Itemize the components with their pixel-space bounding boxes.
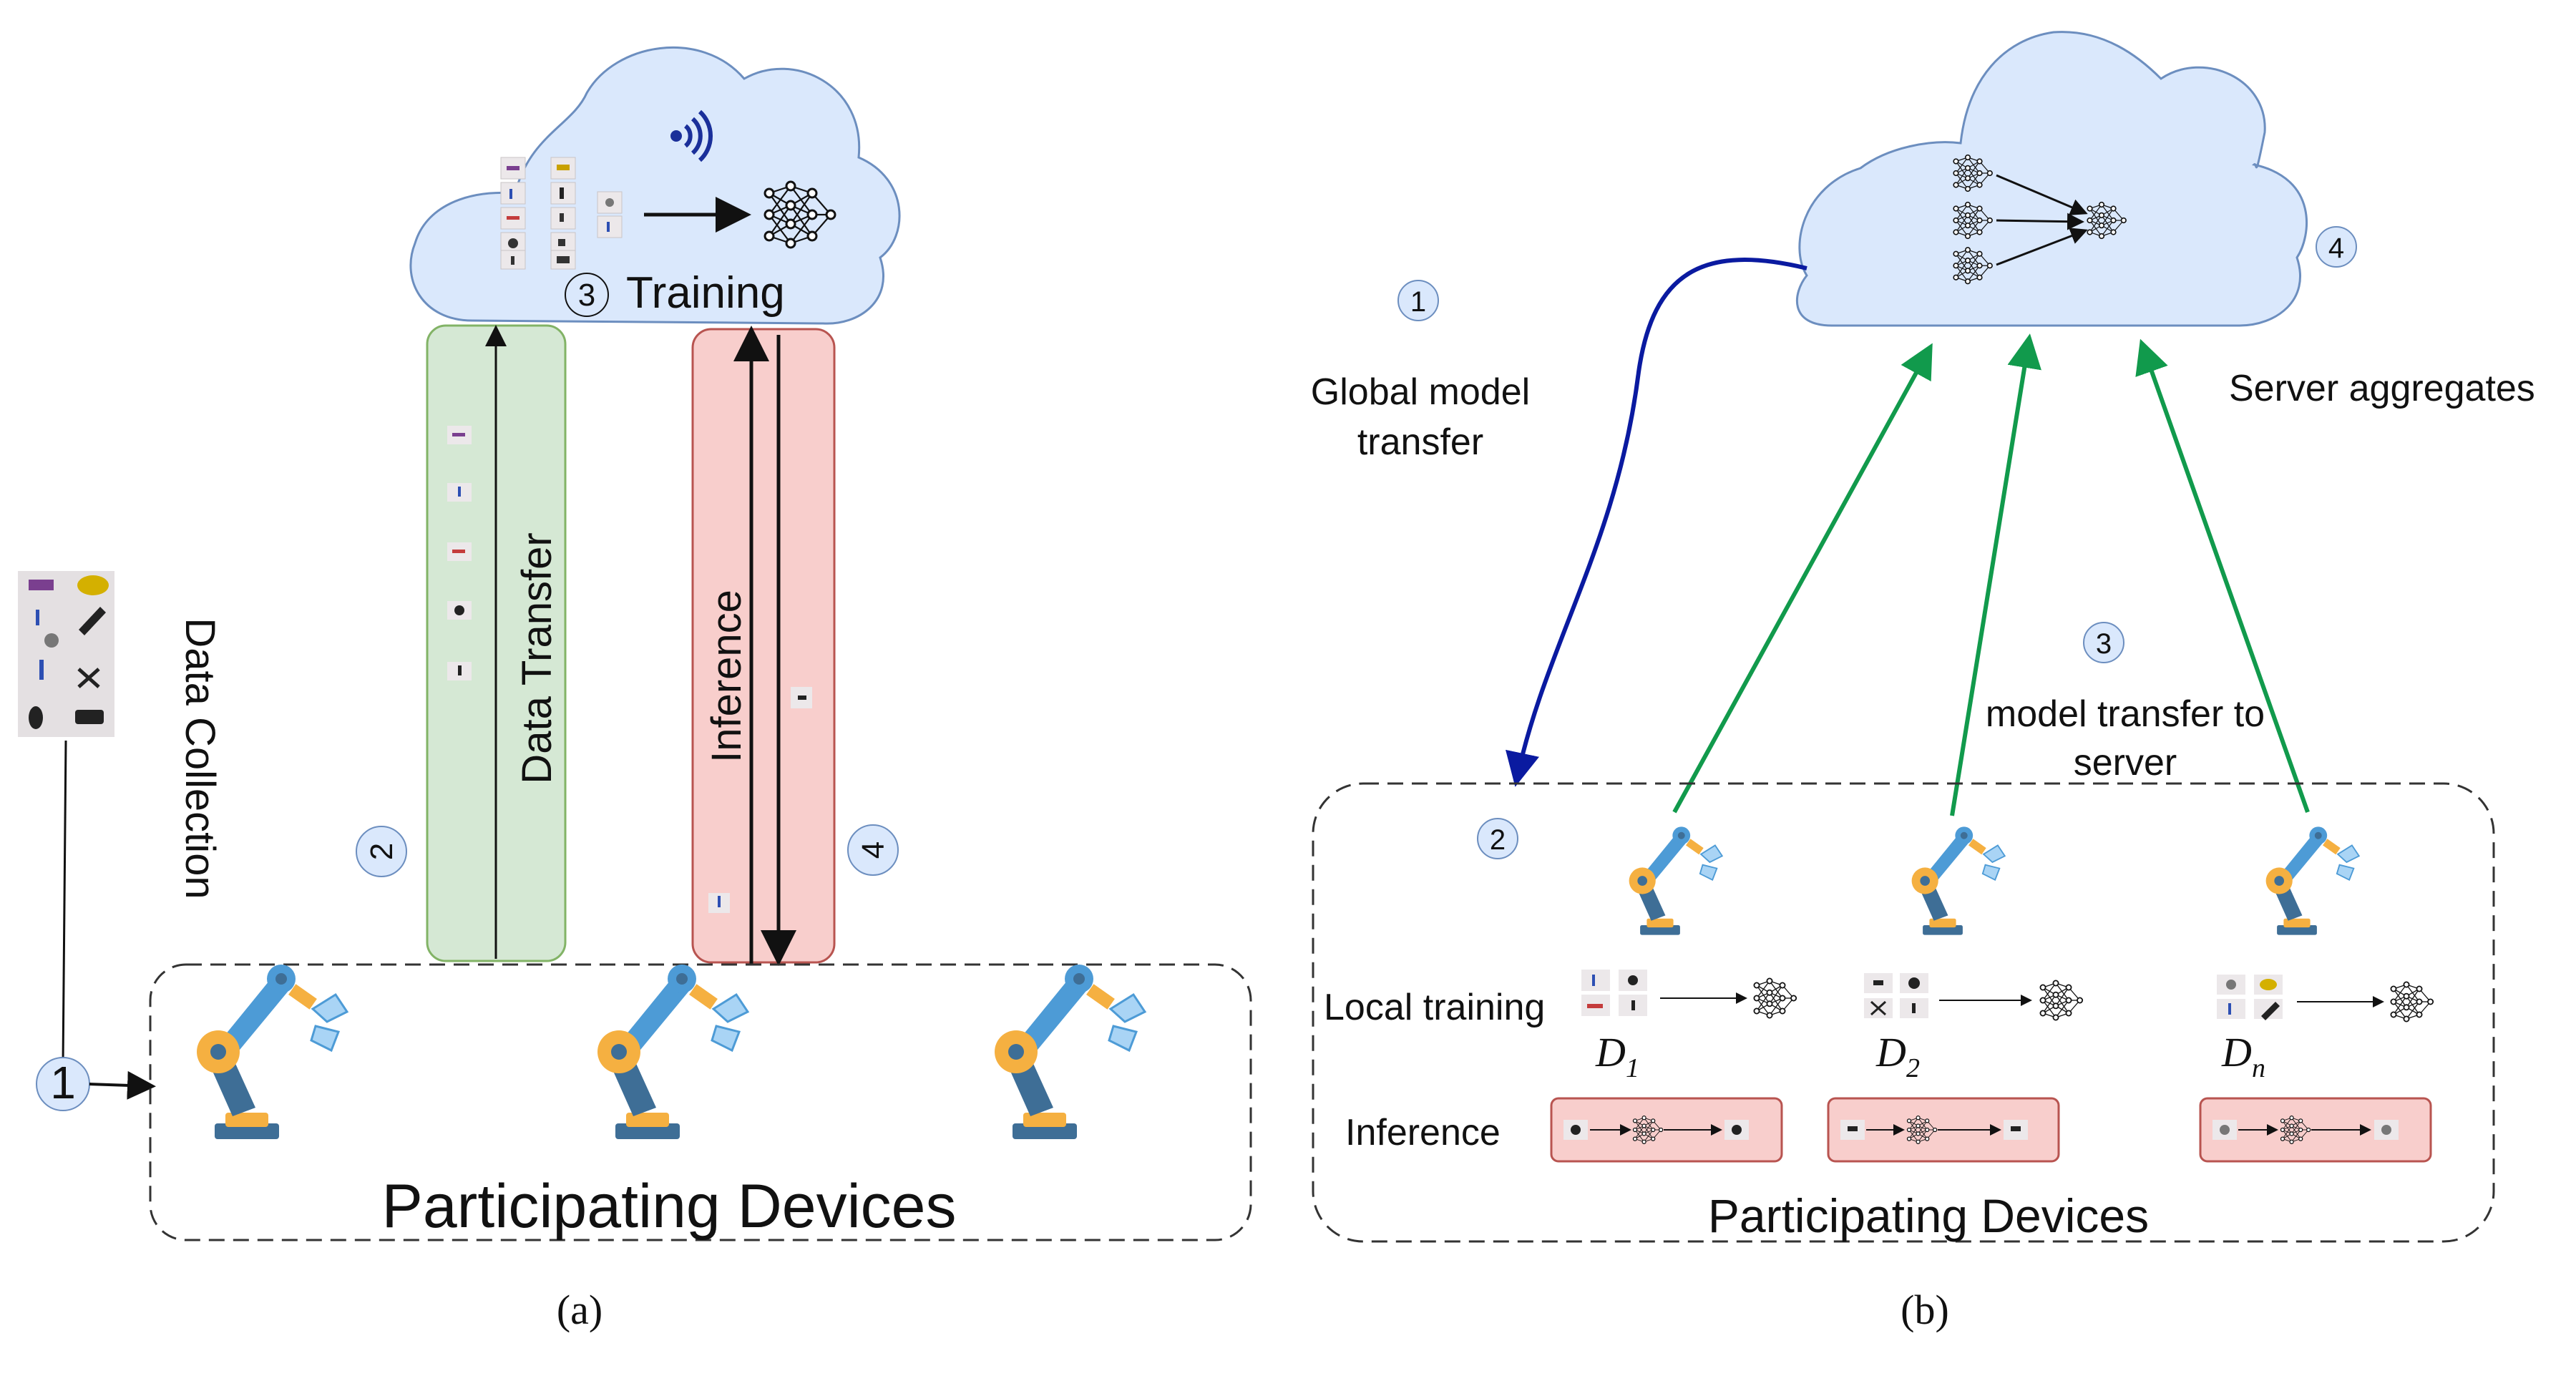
collection-line	[62, 740, 67, 1065]
step-badge-3	[565, 273, 609, 317]
step-badge-b1	[1397, 280, 1439, 321]
aggregation-arrows	[1996, 174, 2088, 266]
devices-label-b: Participating Devices	[1708, 1189, 2149, 1242]
training-cloud	[409, 46, 901, 325]
dataset-symbol-1: D	[1595, 1029, 1626, 1075]
devices-box-a	[149, 963, 1252, 1241]
wifi-icon	[670, 109, 713, 162]
dataset-sub-2: 2	[1906, 1053, 1920, 1083]
robot-arm-icon	[195, 963, 348, 1141]
data-transfer-label: Data Transfer	[514, 532, 560, 784]
dataset-sub-n: n	[2252, 1053, 2265, 1083]
server-cloud	[1795, 31, 2308, 327]
panel-b: 4 Server aggregates 1 Global model trans…	[1311, 31, 2535, 1333]
robot-arm-icon	[1628, 826, 1723, 936]
panel-a: 3 Training Data Transfer 2 Inference 4	[18, 46, 1252, 1333]
local-training-label: Local training	[1324, 987, 1545, 1028]
caption-b: (b)	[1901, 1287, 1949, 1333]
step-badge-2-text: 2	[364, 843, 399, 860]
data-collection-label: Data Collection	[177, 618, 223, 899]
inference-box-device-2	[1827, 1097, 2060, 1163]
inference-box-device-n	[2199, 1097, 2432, 1163]
local-training-device-n	[2217, 975, 2434, 1022]
thumbnail-objects	[507, 165, 614, 265]
step-badge-b2-text: 2	[1490, 824, 1506, 856]
neural-network-icon	[1753, 977, 1797, 1019]
dataset-symbol-n: D	[2221, 1029, 2252, 1075]
inference-label: Inference	[703, 590, 750, 763]
step-badge-b3	[2083, 622, 2124, 663]
step-badge-b2	[1477, 818, 1518, 859]
global-model-label-line2: transfer	[1357, 421, 1483, 463]
local-training-device-1	[1581, 970, 1797, 1019]
neural-network-icon	[2039, 980, 2084, 1021]
global-model-label-line1: Global model	[1311, 371, 1530, 413]
robot-arm-icon	[993, 963, 1146, 1141]
step-badge-1-text: 1	[50, 1057, 76, 1108]
step-badge-4	[847, 824, 899, 876]
model-transfer-label-line2: server	[2074, 742, 2177, 784]
robot-arm-icon	[596, 963, 749, 1141]
inference-box-device-1	[1550, 1097, 1783, 1163]
server-aggregates-label: Server aggregates	[2229, 368, 2535, 409]
collected-data-image	[18, 571, 114, 737]
step-badge-3-text: 3	[578, 278, 595, 313]
step-badge-4-text: 4	[856, 841, 891, 859]
dataset-symbol-2: D	[1875, 1029, 1906, 1075]
transfer-thumbnails	[447, 426, 472, 680]
upload-arrows	[1672, 333, 2310, 816]
robot-arm-icon	[2265, 826, 2360, 936]
global-model-arrow	[1506, 258, 1807, 787]
step-badge-b4-text: 4	[2328, 233, 2344, 264]
inference-label-b: Inference	[1345, 1112, 1501, 1153]
devices-label-a: Participating Devices	[381, 1172, 956, 1241]
training-label: Training	[626, 268, 785, 318]
caption-a: (a)	[557, 1287, 602, 1333]
local-training-device-2	[1864, 973, 2084, 1021]
devices-box-b	[1312, 782, 2495, 1243]
neural-network-icon	[2390, 981, 2434, 1022]
dataset-sub-1: 1	[1626, 1053, 1639, 1083]
step-badge-b4	[2316, 226, 2357, 268]
model-transfer-label-line1: model transfer to	[1986, 693, 2265, 735]
robot-arm-icon	[1911, 826, 2006, 936]
step-badge-b3-text: 3	[2096, 628, 2112, 660]
step-badge-b1-text: 1	[1410, 286, 1426, 318]
collection-arrow	[89, 1070, 156, 1100]
step-badge-2	[356, 826, 407, 877]
